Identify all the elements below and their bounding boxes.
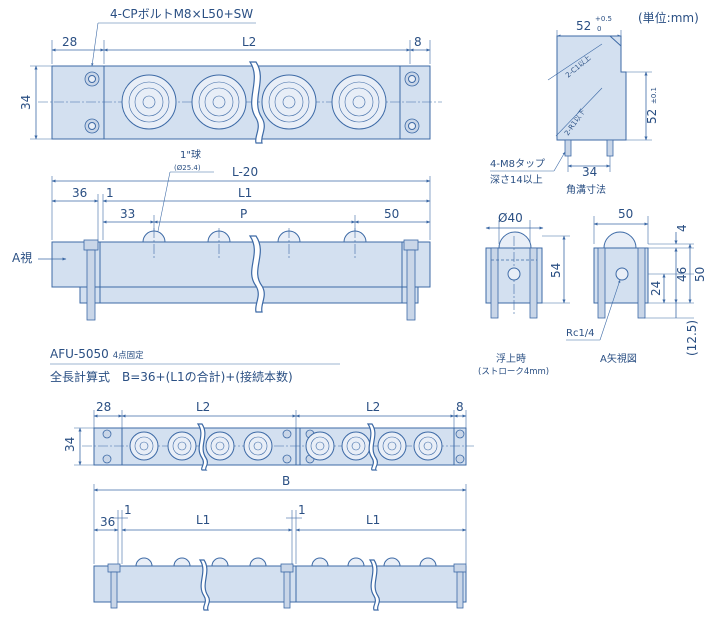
a-dim-46: 46 (675, 267, 689, 282)
tap-depth: 深さ14以上 (490, 174, 543, 186)
ball-unit-icon (129, 431, 443, 461)
bottom-side-view: B 36 1 L1 1 L1 (93, 474, 467, 611)
tap-icon (564, 139, 614, 157)
bs-dim-l1-b: L1 (366, 513, 380, 527)
ball-icon (135, 557, 437, 567)
a-dim-4: 4 (675, 224, 689, 232)
corner-caption: 角溝寸法 (566, 183, 606, 196)
float-dim-height: 54 (549, 263, 563, 278)
ball-note-sub: (Ø25.4) (174, 164, 201, 172)
a-dim-24: 24 (649, 281, 663, 296)
bolt-icon (84, 71, 420, 134)
bs-dim-start: 36 (100, 515, 115, 529)
bolt-icon (102, 429, 465, 464)
a-caption: A矢視図 (600, 352, 637, 365)
dim-start: 36 (72, 186, 87, 200)
dim-top: 52 (576, 19, 591, 33)
b-dim-right: 8 (456, 400, 464, 414)
float-view: Ø40 54 浮上時 (ストローク4mm) (478, 211, 570, 377)
dim-left: 28 (62, 35, 77, 49)
bs-dim-gap-a: 1 (124, 503, 132, 517)
float-dim-ball: Ø40 (498, 211, 523, 225)
b-dim-l2-b: L2 (366, 400, 380, 414)
corner-view: 52 +0.5 0 2-C1以上 2-R1以下 52 ±0.1 34 4-M8タ… (490, 15, 659, 196)
dim-l1: L1 (238, 186, 252, 200)
b-dim-height: 34 (63, 437, 77, 452)
dim-right: 8 (414, 35, 422, 49)
bs-dim-l1-a: L1 (196, 513, 210, 527)
view-label: A視 (12, 250, 32, 265)
dim-tap-pitch: 34 (582, 165, 597, 179)
a-dim-50: 50 (693, 267, 707, 282)
a-dim-width: 50 (618, 207, 633, 221)
top-view: 4-CPボルトM8×L50+SW 28 L2 8 (19, 7, 442, 144)
unit-label: (単位:mm) (638, 10, 699, 25)
bottom-top-view: 28 L2 L2 8 34 (63, 400, 474, 471)
bolt-icon (107, 563, 467, 609)
bolt-icon (83, 239, 419, 321)
dim-pitch: P (240, 207, 247, 221)
dim-length: L2 (242, 35, 256, 49)
bs-dim-overall: B (282, 474, 290, 488)
port-note: Rc1/4 (566, 328, 595, 339)
dim-side: 52 (645, 109, 659, 124)
b-dim-left: 28 (96, 400, 111, 414)
dim-last: 50 (384, 207, 399, 221)
formula-text: 全長計算式 B=36+(L1の合計)+(接続本数) (50, 369, 293, 384)
tol-top-upper: +0.5 (595, 15, 612, 23)
tol-side: ±0.1 (650, 87, 658, 104)
bs-dim-gap-b: 1 (298, 503, 306, 517)
dim-height: 34 (19, 95, 33, 110)
ball-note: 1"球 (180, 148, 201, 161)
dim-overall: L-20 (232, 165, 258, 179)
ball-unit-icon (121, 74, 387, 130)
a-dim-12-5: (12.5) (685, 320, 699, 356)
dim-gap: 1 (106, 186, 114, 200)
dim-first: 33 (120, 207, 135, 221)
tap-note: 4-M8タップ (490, 158, 545, 170)
side-view: 1"球 (Ø25.4) L-20 36 1 L1 33 P 50 (12, 148, 431, 321)
tol-top-lower: 0 (597, 25, 601, 33)
a-view: 50 4 24 46 50 (12.5) Rc1/4 A矢視図 (566, 207, 707, 365)
bolt-note: 4-CPボルトM8×L50+SW (110, 7, 253, 21)
float-caption: 浮上時 (496, 353, 526, 365)
b-dim-l2-a: L2 (196, 400, 210, 414)
float-caption-sub: (ストローク4mm) (478, 367, 549, 377)
